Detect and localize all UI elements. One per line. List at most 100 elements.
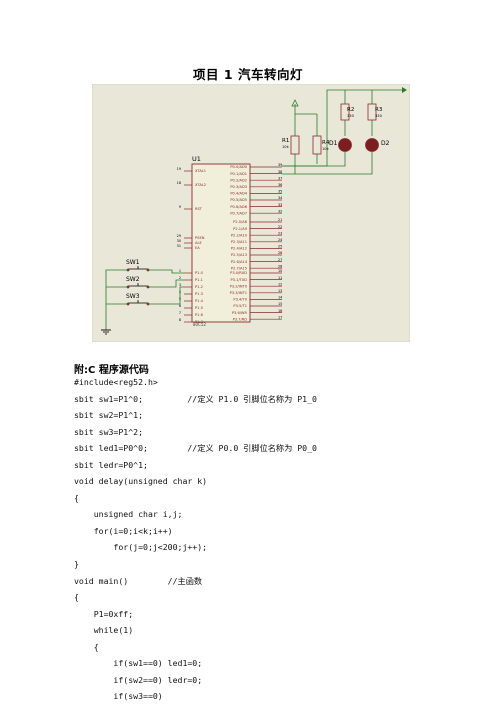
chip-pin-name: P1.3 [195,292,203,296]
switch-sw3-label: SW3 [126,293,140,300]
chip-pin-name: P0.0/AD0 [230,165,247,169]
chip-pin-name: P1.1 [195,278,203,282]
chip-pin-number: 21 [278,218,282,222]
chip-pin-number: 1 [179,269,181,273]
wire-sw2 [148,279,184,288]
chip-pin-number: 37 [278,176,282,180]
led-d2-label: D2 [381,140,390,147]
chip-right-pins: 39P0.0/AD038P0.1/AD137P0.2/AD236P0.3/AD3… [230,163,283,321]
chip-pin-name: EA [195,246,200,250]
code-line: unsigned char i,j; [74,509,183,520]
chip-pin-number: 26 [278,251,282,255]
chip-pin-name: P0.4/AD4 [230,192,247,196]
chip-pin-number: 10 [278,269,282,273]
resistor-r4-value: 10k [322,147,330,151]
code-line: sbit sw1=P1^0; //定义 P1.0 引脚位名称为 P1_0 [74,393,317,404]
code-line: void delay(unsigned char k) [74,476,208,487]
code-line: { [74,492,79,503]
led-d2-icon [365,138,379,152]
chip-pin-number: 8 [179,318,181,322]
power-arrow-right [402,87,407,93]
chip-pin-left: 2P1.1 [179,276,203,282]
chip-pin-number: 6 [179,304,181,308]
chip-pin-number: 16 [278,309,282,313]
chip-pin-name: P3.0/RXD [230,271,247,275]
resistor-r3 [367,103,377,121]
code-line: sbit led1=P0^0; //定义 P0.0 引脚位名称为 P0_0 [74,443,317,454]
chip-pin-number: 19 [177,167,181,171]
chip-pin-name: P3.4/T0 [233,298,247,302]
chip-pin-number: 18 [177,181,181,185]
chip-pin-number: 39 [278,163,282,167]
chip-pin-number: 27 [278,258,282,262]
chip-pin-name: P2.6/A14 [231,260,248,264]
chip-left-pins: 19XTAL118XTAL29RST29PSEN30ALE31EA1P1.02P… [177,167,206,324]
code-line: if(sw3==0) [74,691,163,702]
chip-pin-number: 17 [278,315,282,319]
chip-pin-number: 14 [278,296,282,300]
chip-pin-name: P3.1/TXD [230,278,247,282]
resistor-r1 [290,135,300,155]
chip-pin-number: 33 [278,203,282,207]
chip-pin-number: 32 [278,209,282,213]
code-line: while(1) [74,625,134,636]
chip-pin-name: RST [195,207,203,211]
code-block: #include<reg52.h> sbit sw1=P1^0; //定义 P1.… [74,374,317,705]
resistor-r2 [340,103,350,121]
chip-pin-name: P2.4/A12 [231,247,247,251]
chip-pin-number: 22 [278,225,282,229]
chip-pin-number: 25 [278,245,282,249]
switch-sw2: SW2 [126,276,150,289]
chip-pin-name: P2.2/A10 [231,233,248,237]
code-line: } [74,559,79,570]
led-d1-label: D1 [329,140,338,147]
code-line: sbit ledr=P0^1; [74,459,148,470]
resistor-r4-ref: R4 [322,140,330,146]
chip-pin-name: P1.5 [195,306,203,310]
resistor-r3-value: 330 [375,114,383,118]
chip-pin-name: P1.7 [195,320,203,324]
code-section-title: 附:C 程序源代码 [74,365,149,376]
chip-ref: U1 [192,155,201,163]
chip-pin-number: 24 [278,238,282,242]
code-line: sbit sw2=P1^1; [74,410,144,421]
code-line: sbit sw3=P1^2; [74,426,144,437]
chip-pin-number: 3 [179,283,181,287]
chip-pin-name: XTAL2 [195,183,206,187]
chip-pin-name: P1.6 [195,313,204,317]
chip-pin-name: XTAL1 [195,169,206,173]
resistor-r1-value: 10k [282,145,290,149]
chip-pin-name: P0.1/AD1 [230,172,247,176]
wire-sw3 [148,286,184,305]
code-line: if(sw2==0) ledr=0; [74,674,203,685]
chip-pin-name: P1.4 [195,299,204,303]
led-d1-icon [338,138,352,152]
code-line: #include<reg52.h> [74,377,158,387]
chip-pin-number: 9 [179,205,181,209]
wire-d2 [282,152,373,175]
code-line: for(i=0;i<k;i++) [74,525,173,536]
wire-d1 [282,152,346,167]
chip-pin-left: 6P1.5 [179,304,203,310]
chip-pin-name: P2.1/A9 [233,227,248,231]
